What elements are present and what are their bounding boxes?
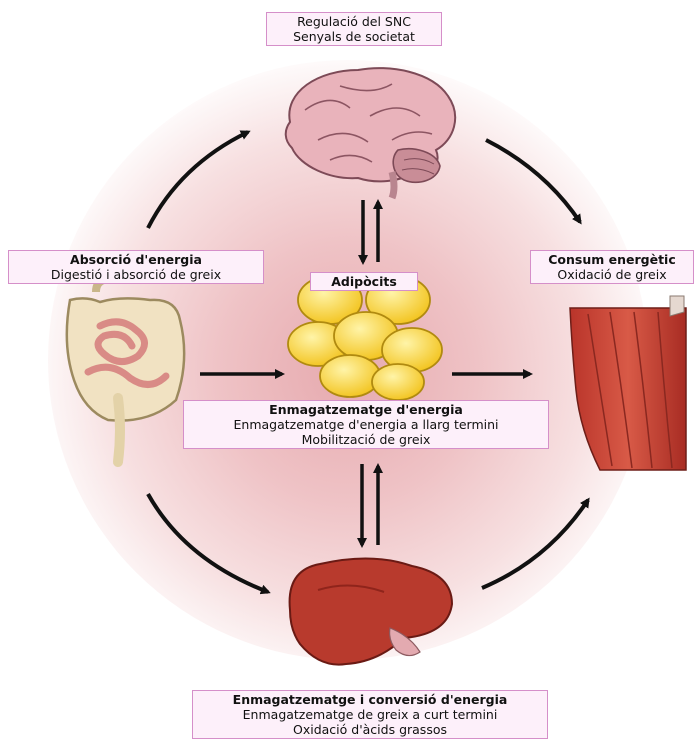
- adipocytes-label: Adipòcits: [310, 272, 418, 291]
- brain-label-title: Regulació del SNC: [272, 14, 436, 29]
- absorption-label-title: Absorció d'energia: [14, 252, 258, 267]
- absorption-label: Absorció d'energia Digestió i absorció d…: [8, 250, 264, 284]
- consumption-label-title: Consum energètic: [536, 252, 688, 267]
- muscle-illustration: [570, 296, 686, 470]
- liver-illustration: [290, 558, 452, 664]
- absorption-label-line1: Digestió i absorció de greix: [14, 267, 258, 282]
- storage-label: Enmagatzematge d'energia Enmagatzematge …: [183, 400, 549, 449]
- brain-label: Regulació del SNC Senyals de societat: [266, 12, 442, 46]
- liver-label-title: Enmagatzematge i conversió d'energia: [198, 692, 542, 707]
- arrow-intestine-to-brain: [148, 132, 248, 228]
- arrow-intestine-to-liver: [148, 494, 268, 592]
- brain-illustration: [286, 68, 455, 198]
- storage-label-line2: Mobilització de greix: [189, 432, 543, 447]
- liver-label: Enmagatzematge i conversió d'energia Enm…: [192, 690, 548, 739]
- adipocytes-illustration: [288, 276, 442, 400]
- brain-label-line1: Senyals de societat: [272, 29, 436, 44]
- consumption-label: Consum energètic Oxidació de greix: [530, 250, 694, 284]
- arrow-brain-to-muscle: [486, 140, 580, 222]
- liver-label-line2: Oxidació d'àcids grassos: [198, 722, 542, 737]
- consumption-label-line1: Oxidació de greix: [536, 267, 688, 282]
- liver-label-line1: Enmagatzematge de greix a curt termini: [198, 707, 542, 722]
- adipocytes-label-title: Adipòcits: [316, 274, 412, 289]
- arrow-liver-to-muscle: [482, 500, 588, 588]
- storage-label-line1: Enmagatzematge d'energia a llarg termini: [189, 417, 543, 432]
- intestine-illustration: [67, 280, 184, 462]
- storage-label-title: Enmagatzematge d'energia: [189, 402, 543, 417]
